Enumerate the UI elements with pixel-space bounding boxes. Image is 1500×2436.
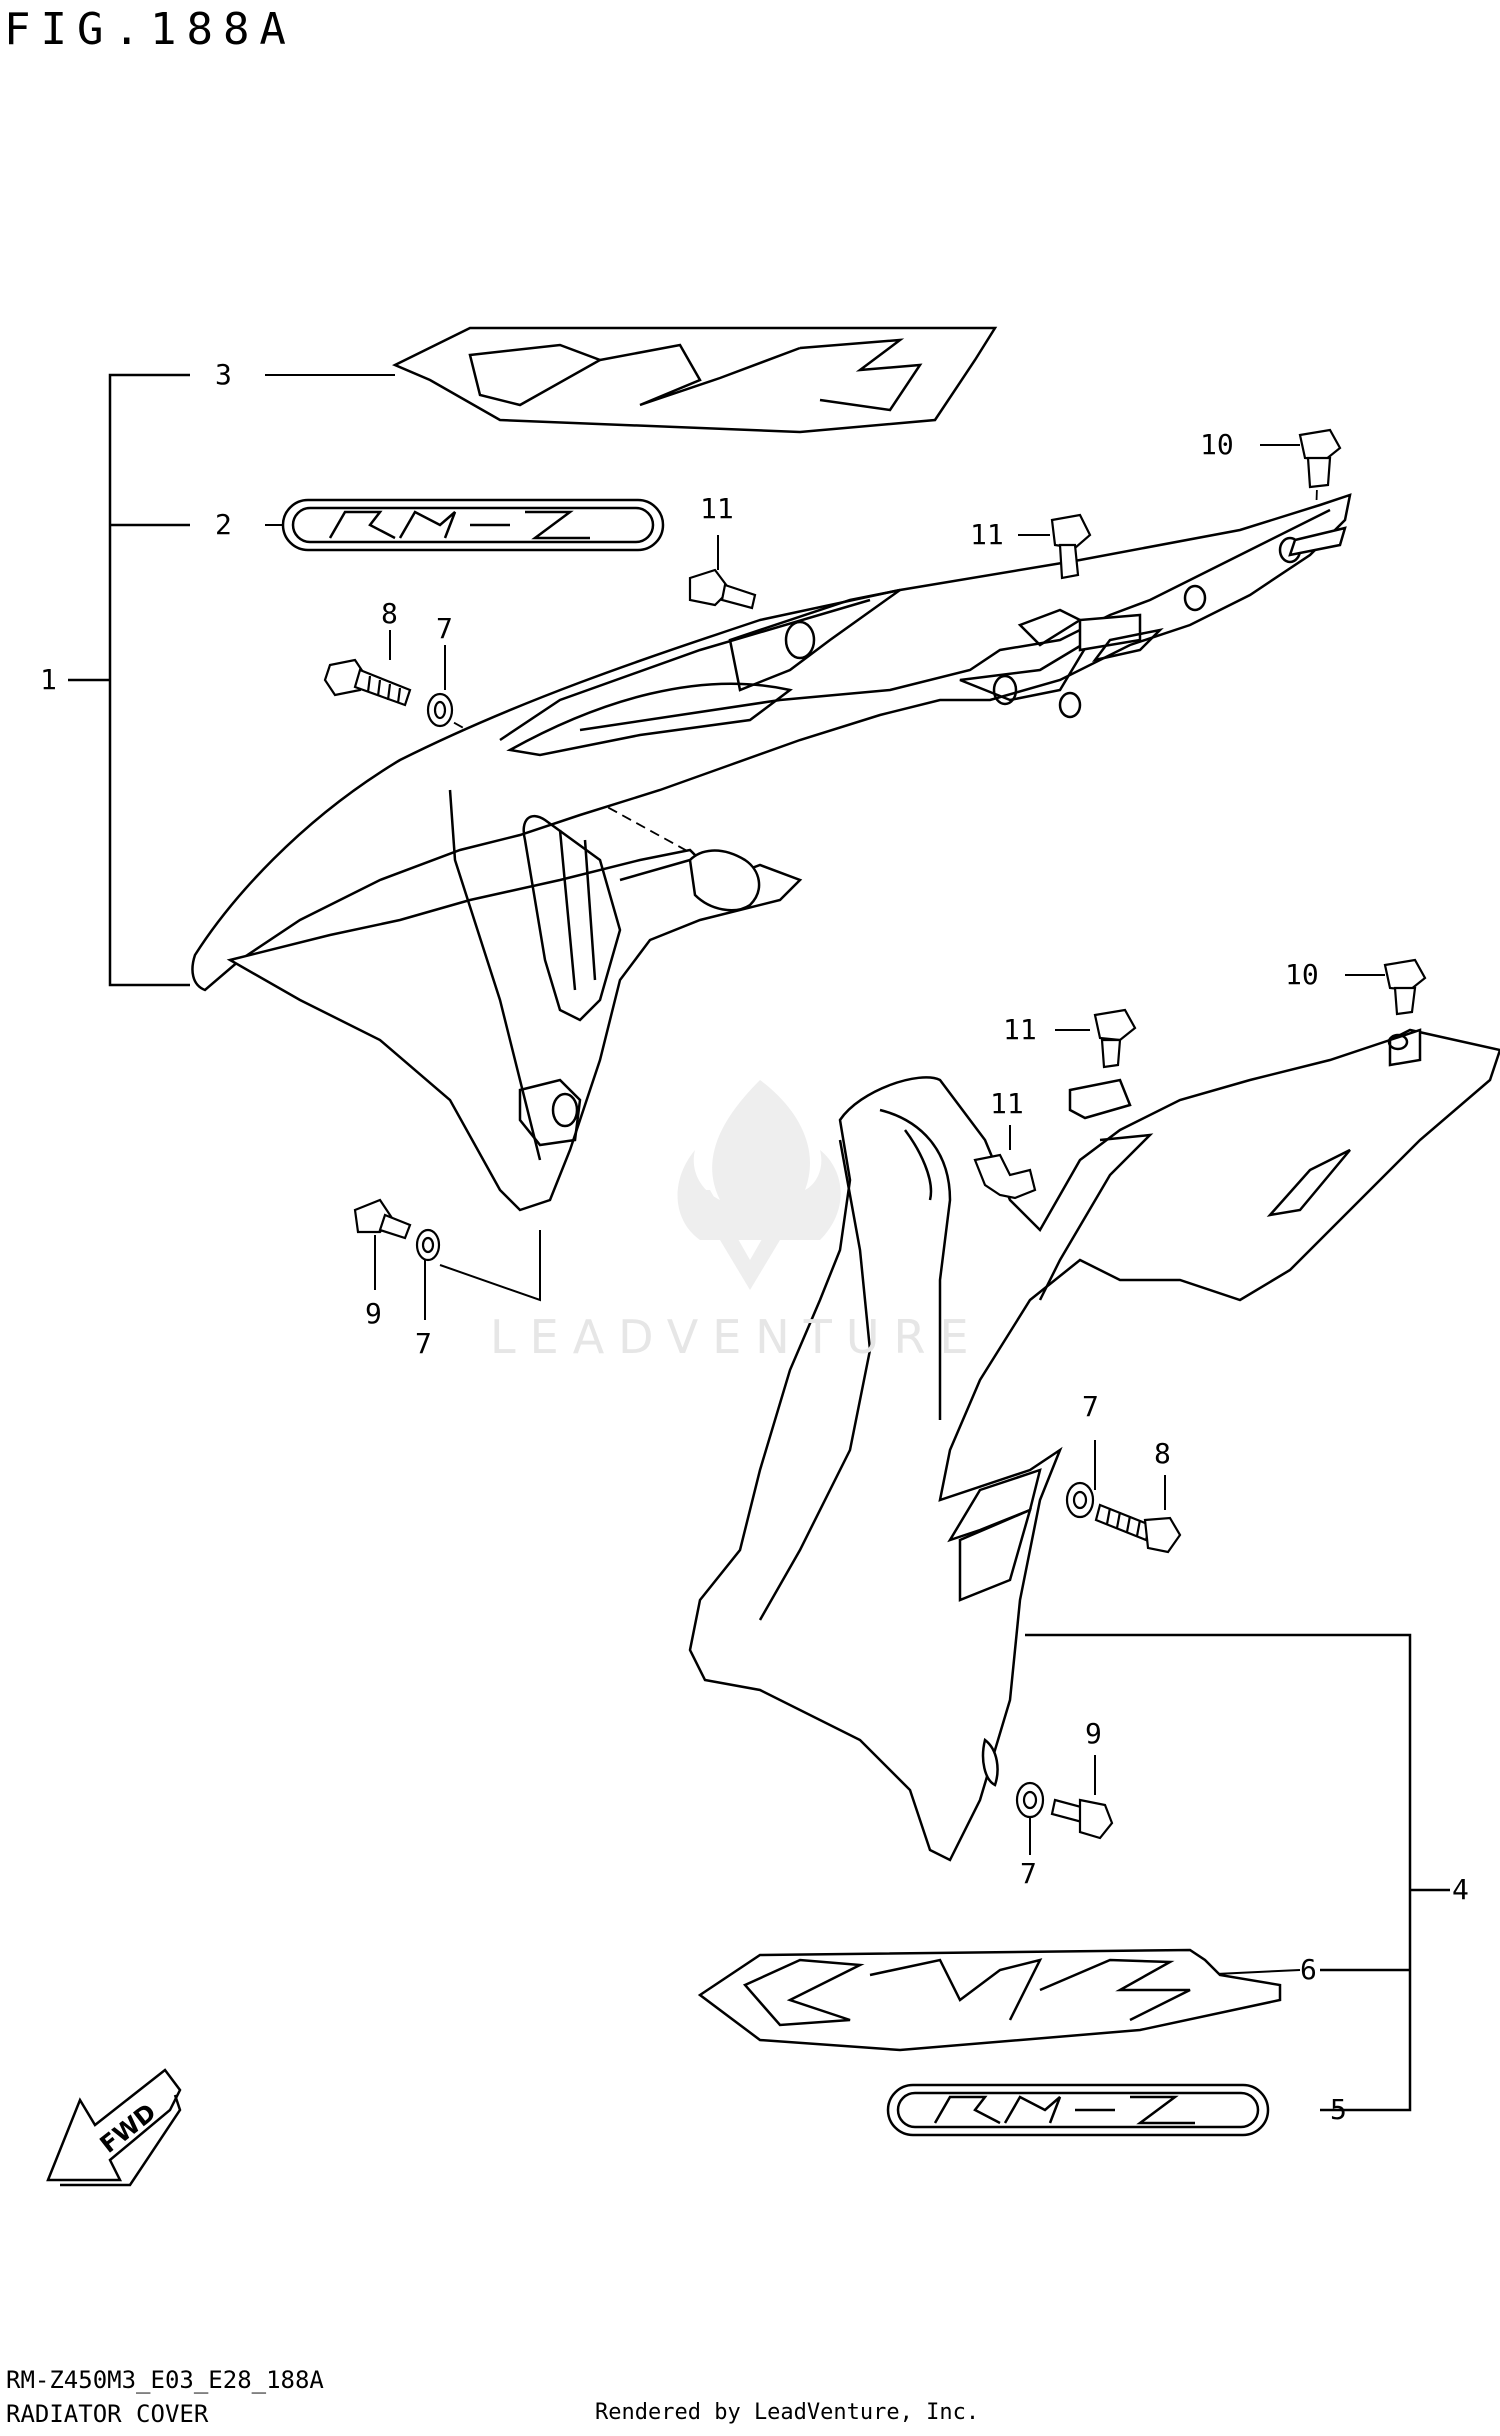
callout-11-upper-left[interactable]: 11 bbox=[700, 492, 734, 525]
callout-8-right[interactable]: 8 bbox=[1154, 1437, 1171, 1470]
decal-rmz-small-top bbox=[281, 498, 665, 552]
screw-9-left bbox=[353, 1198, 412, 1240]
model-code: RM-Z450M3_E03_E28_188A bbox=[6, 2366, 324, 2394]
callout-11-upper-right[interactable]: 11 bbox=[970, 518, 1004, 551]
callout-1[interactable]: 1 bbox=[40, 663, 57, 696]
watermark-logo bbox=[677, 1080, 841, 1290]
washer-7-right bbox=[1065, 1481, 1095, 1519]
callout-11-lower-top[interactable]: 11 bbox=[1003, 1013, 1037, 1046]
shroud-lower bbox=[688, 1028, 1500, 1862]
callout-5[interactable]: 5 bbox=[1330, 2093, 1347, 2126]
screw-9-bottom bbox=[1050, 1798, 1114, 1840]
callout-10-lower[interactable]: 10 bbox=[1285, 958, 1319, 991]
screw-11-lower-mid bbox=[973, 1153, 1037, 1200]
screw-11-lower-top bbox=[1093, 1008, 1137, 1069]
callout-7-right[interactable]: 7 bbox=[1082, 1390, 1099, 1423]
callout-2[interactable]: 2 bbox=[215, 508, 232, 541]
callout-7-bottom[interactable]: 7 bbox=[1020, 1857, 1037, 1890]
callout-4[interactable]: 4 bbox=[1452, 1873, 1469, 1906]
section-name: RADIATOR COVER bbox=[6, 2400, 209, 2428]
screw-11-upper-right bbox=[1050, 513, 1092, 580]
bolt-8-right bbox=[1094, 1503, 1182, 1554]
screw-10-upper bbox=[1298, 428, 1342, 489]
callout-7-left[interactable]: 7 bbox=[415, 1327, 432, 1360]
decal-rmz-small-bottom bbox=[886, 2083, 1270, 2137]
callout-7-upper[interactable]: 7 bbox=[436, 612, 453, 645]
bolt-8-upper bbox=[323, 658, 412, 707]
leader-lines bbox=[265, 374, 1385, 1976]
bracket-1 bbox=[68, 373, 190, 987]
washer-7-bottom bbox=[1015, 1781, 1045, 1819]
callout-11-lower-mid[interactable]: 11 bbox=[990, 1087, 1024, 1120]
figure-title: FIG.188A bbox=[4, 4, 296, 55]
shroud-upper bbox=[191, 493, 1352, 1212]
fwd-arrow: FWD bbox=[46, 2068, 182, 2187]
washer-7-left bbox=[415, 1228, 441, 1262]
rendered-by: Rendered by LeadVenture, Inc. bbox=[595, 2400, 980, 2425]
callout-9-bottom[interactable]: 9 bbox=[1085, 1717, 1102, 1750]
callout-8-upper[interactable]: 8 bbox=[381, 597, 398, 630]
callout-3[interactable]: 3 bbox=[215, 358, 232, 391]
screw-11-upper-left bbox=[688, 568, 757, 610]
bracket-4 bbox=[1025, 1633, 1450, 2112]
decal-rmz-large-top bbox=[392, 326, 998, 434]
callout-9-left[interactable]: 9 bbox=[365, 1297, 382, 1330]
screw-10-lower bbox=[1383, 958, 1427, 1016]
callout-6[interactable]: 6 bbox=[1300, 1953, 1317, 1986]
watermark-text: LEADVENTURE bbox=[490, 1310, 983, 1364]
washer-7-upper bbox=[426, 692, 454, 728]
fasteners bbox=[323, 428, 1427, 1840]
decal-rmz-large-bottom bbox=[697, 1948, 1282, 2052]
callout-10-upper[interactable]: 10 bbox=[1200, 428, 1234, 461]
